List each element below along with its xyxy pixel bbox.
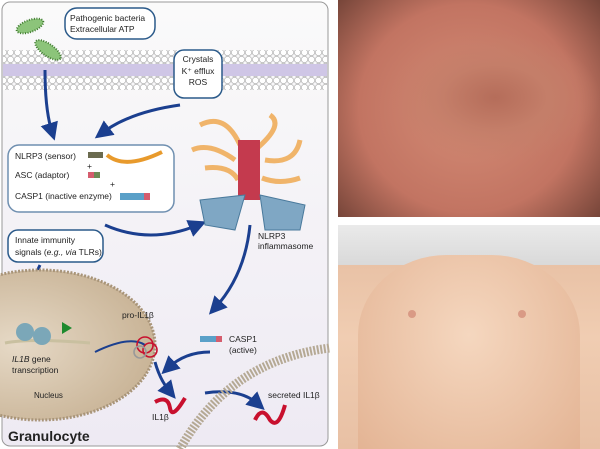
casp1-active-label-2: (active)	[229, 345, 257, 355]
plus-sign: +	[110, 179, 115, 189]
nipple-left	[408, 310, 416, 318]
casp1-icon	[120, 193, 150, 200]
inflammasome-components-box: NLRP3 (sensor) + ASC (adaptor) + CASP1 (…	[7, 144, 175, 213]
nlrp3-lrr-icon	[105, 150, 163, 164]
plus-sign: +	[87, 161, 92, 171]
cell-membrane	[3, 50, 327, 90]
trigger-crystals: Crystals	[183, 54, 214, 64]
trigger-atp: Extracellular ATP	[70, 24, 135, 34]
torso	[358, 255, 580, 449]
trigger-k-efflux: K⁺ efflux	[182, 66, 215, 76]
trigger-ros: ROS	[189, 77, 208, 87]
gene-label-1: IL1B gene	[12, 354, 51, 364]
asc-icon	[94, 172, 100, 178]
pro-il1b-icon	[133, 336, 158, 359]
transcription-factor-icon	[16, 323, 51, 345]
innate-label-1: Innate immunity	[15, 235, 76, 245]
nipple-right	[518, 310, 526, 318]
inflammasome-label-2: inflammasome	[258, 241, 314, 251]
il1b-label: IL1β	[152, 412, 169, 422]
asc-label: ASC (adaptor)	[15, 170, 69, 180]
nucleus-label: Nucleus	[34, 391, 63, 400]
skin-rash-photo	[338, 0, 600, 217]
granulocyte-label: Granulocyte	[8, 428, 90, 444]
child-chest-photo	[338, 225, 600, 449]
casp1-inactive-label: CASP1 (inactive enzyme)	[15, 191, 112, 201]
nlrp3-domain-icon	[88, 152, 103, 158]
innate-immunity-signals-box: Innate immunity signals (e.g., via TLRs)	[7, 229, 104, 263]
trigger-bacteria: Pathogenic bacteria	[70, 13, 145, 23]
innate-label-2: signals (e.g., via TLRs)	[15, 247, 102, 257]
inflammasome-label-1: NLRP3	[258, 231, 286, 241]
casp1-active-label-1: CASP1	[229, 334, 257, 344]
cell-membrane-bottom	[176, 343, 331, 449]
gene-label-2: transcription	[12, 365, 59, 375]
secreted-il1b-icon	[253, 404, 287, 425]
secreted-il1b-label: secreted IL1β	[268, 390, 320, 400]
nlrp3-label: NLRP3 (sensor)	[15, 151, 76, 161]
bacteria-icon	[15, 17, 62, 61]
casp1-active-icon	[200, 336, 222, 342]
membrane-triggers-box: Crystals K⁺ efflux ROS	[173, 49, 223, 99]
inflammasome-pathway-diagram: Pathogenic bacteria Extracellular ATP Cr…	[0, 1, 331, 449]
transcription-start-flag-icon	[62, 322, 72, 344]
nlrp3-inflammasome-structure	[190, 112, 306, 231]
il1b-icon	[154, 396, 187, 415]
extracellular-triggers-box: Pathogenic bacteria Extracellular ATP	[64, 7, 156, 40]
pro-il1b-label: pro-IL1β	[122, 310, 154, 320]
